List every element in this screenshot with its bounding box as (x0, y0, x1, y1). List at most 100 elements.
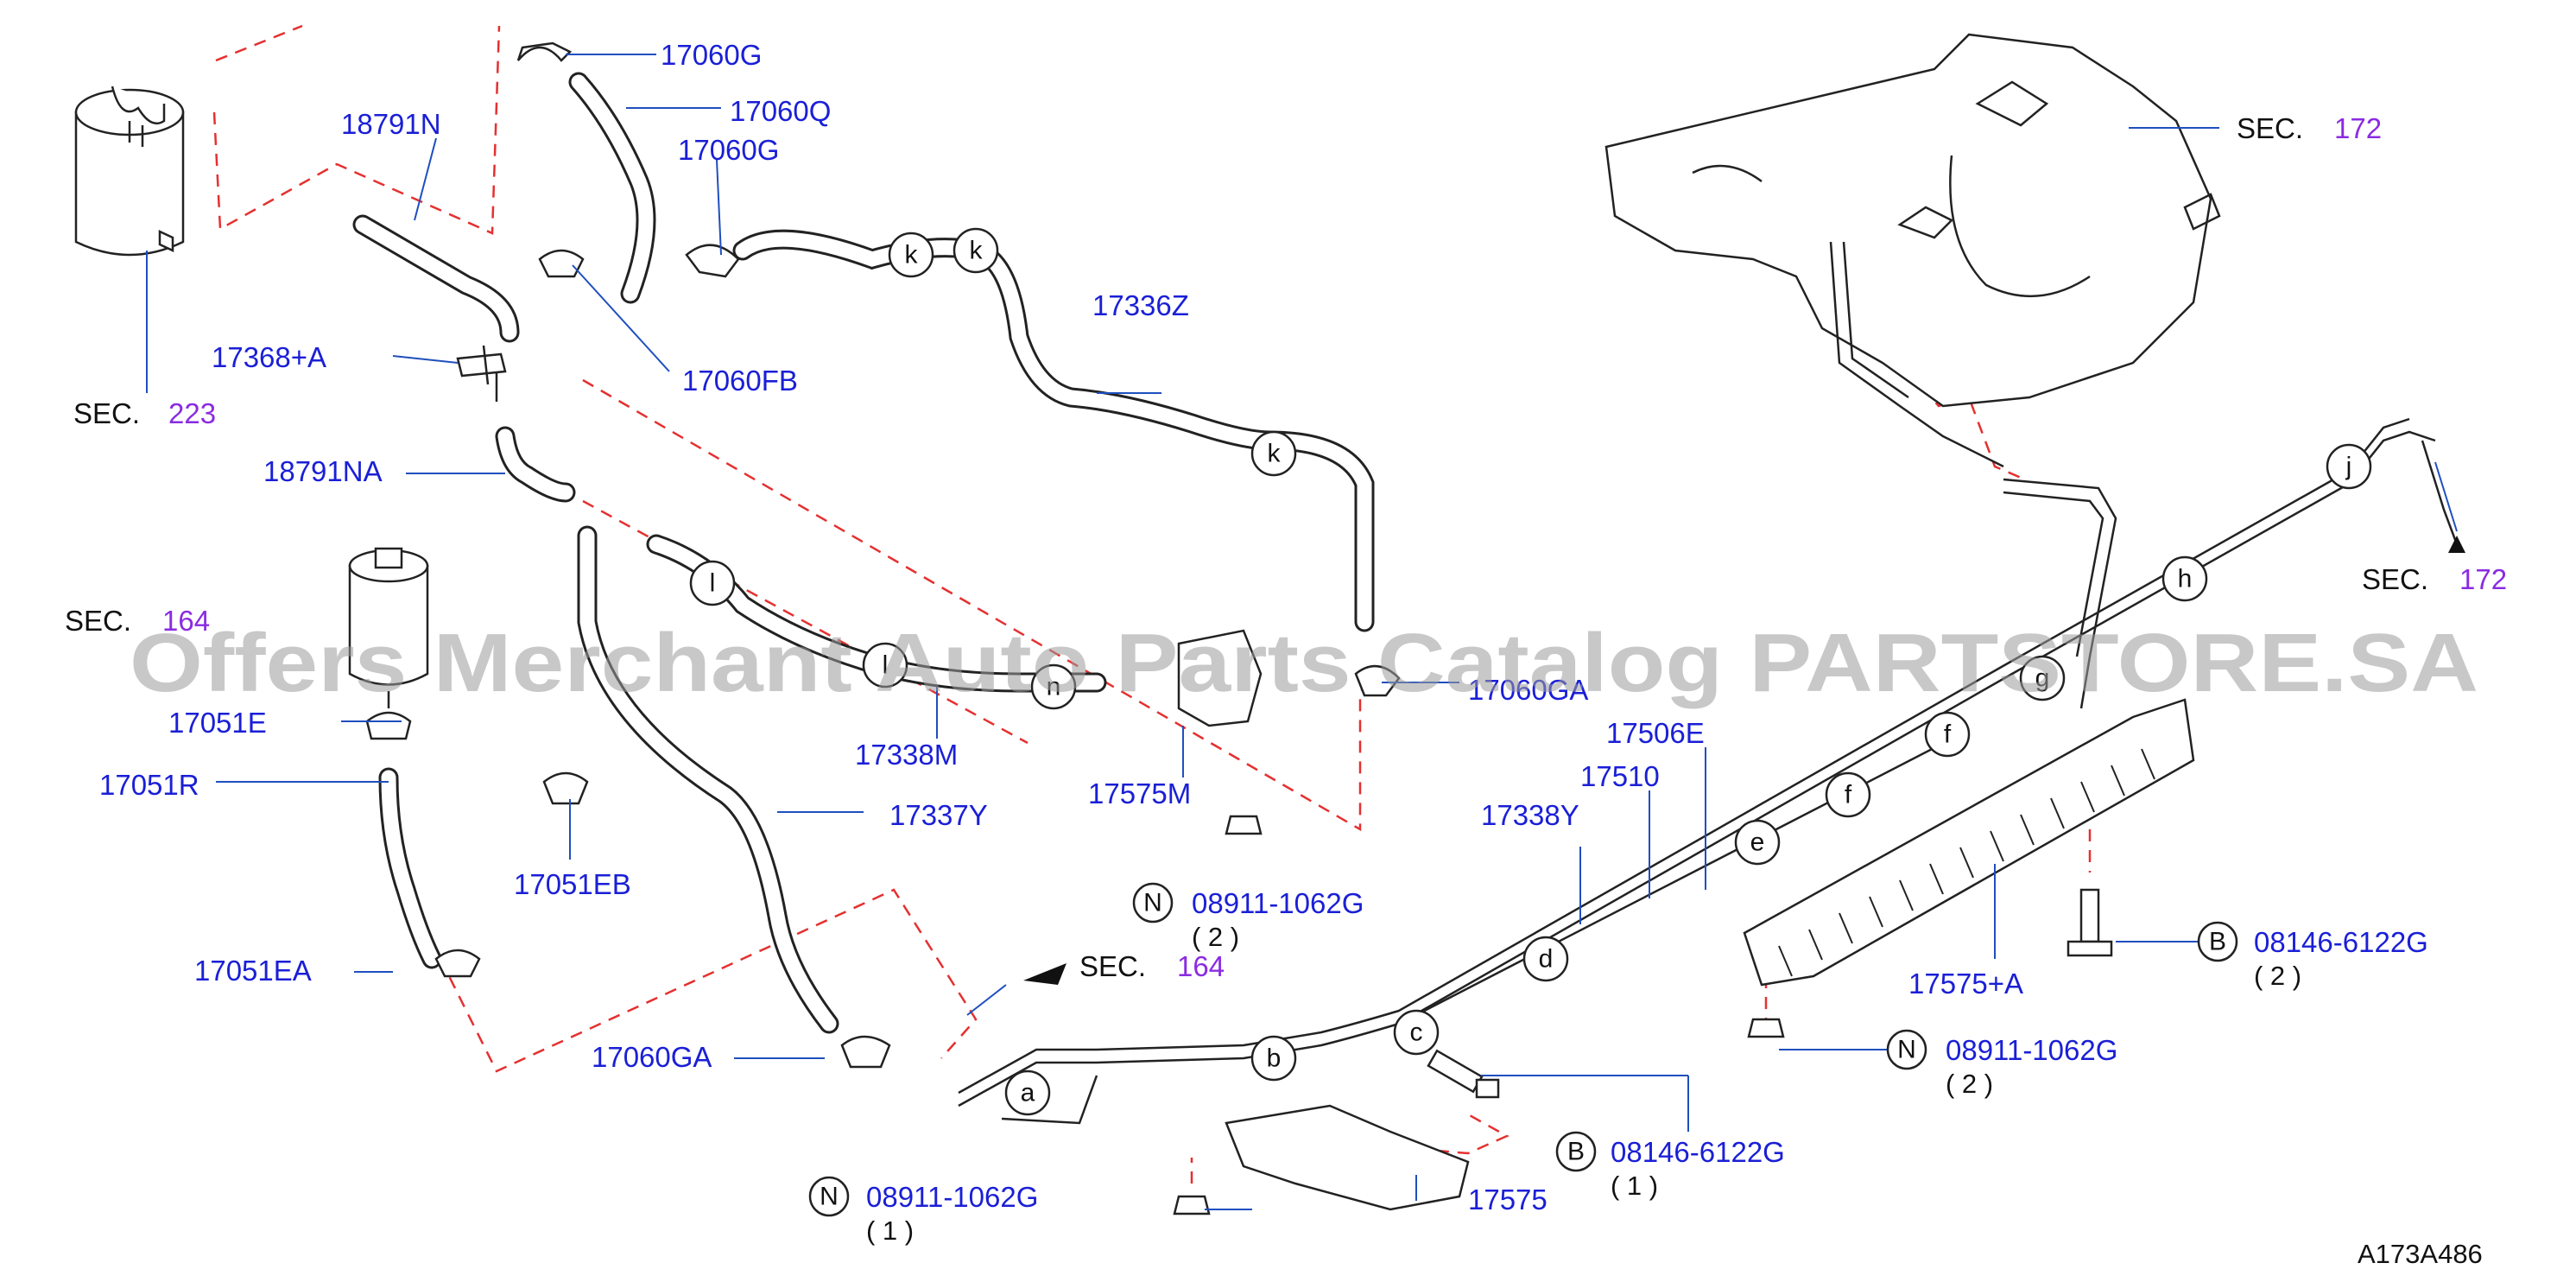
svg-text:k: k (970, 237, 984, 265)
svg-text:( 1 ): ( 1 ) (866, 1215, 914, 1246)
label-17051EA: 17051EA (194, 955, 312, 987)
svg-text:k: k (1268, 440, 1282, 468)
fastener-n-mid: N 08911-1062G ( 2 ) (1132, 882, 1364, 952)
watermark: Offers Merchant Auto Parts Catalog PARTS… (130, 617, 2478, 709)
label-17575: 17575 (1468, 1184, 1547, 1215)
sec-164-mid-number: 164 (1177, 950, 1225, 982)
marker-l1: l (689, 560, 736, 606)
leader-lines (216, 54, 2458, 1210)
label-17060FB: 17060FB (682, 365, 798, 397)
svg-text:a: a (1021, 1079, 1035, 1107)
svg-text:( 2 ): ( 2 ) (2254, 961, 2301, 991)
marker-n: n (1030, 663, 1077, 710)
svg-text:( 1 ): ( 1 ) (1611, 1171, 1658, 1201)
label-17338Y: 17338Y (1481, 799, 1579, 831)
heat-shield-ribs (1778, 748, 2155, 977)
hoses (352, 72, 1375, 1034)
label-17506E: 17506E (1606, 717, 1705, 749)
label-17575M: 17575M (1088, 777, 1191, 809)
marker-e: e (1734, 819, 1781, 866)
sec-172-tank-number: 172 (2334, 112, 2382, 144)
label-17060G-top: 17060G (661, 39, 762, 71)
svg-text:c: c (1410, 1019, 1423, 1047)
fastener-callouts: N 08911-1062G ( 2 ) N 08911-1062G ( 1 ) … (808, 882, 2428, 1246)
svg-text:f: f (1845, 781, 1852, 809)
svg-text:08911-1062G: 08911-1062G (1946, 1034, 2117, 1066)
label-17336Z: 17336Z (1092, 289, 1189, 321)
sec-164-left-prefix: SEC. (65, 605, 131, 637)
label-17060Q: 17060Q (730, 95, 831, 127)
marker-f2: f (1924, 711, 1971, 758)
diagram-reference-code: A173A486 (2358, 1239, 2483, 1269)
fasteners-drawn (1173, 815, 2113, 1215)
evap-canister (74, 86, 185, 393)
svg-text:h: h (2178, 565, 2193, 593)
svg-text:N: N (1897, 1036, 1916, 1064)
sec-172-right-prefix: SEC. (2362, 563, 2428, 595)
label-17051R: 17051R (99, 769, 199, 801)
svg-text:08911-1062G: 08911-1062G (1192, 887, 1364, 919)
fastener-b-bottom: B 08146-6122G ( 1 ) (1555, 1131, 1785, 1201)
svg-text:( 2 ): ( 2 ) (1946, 1069, 1993, 1099)
label-17060G-mid: 17060G (678, 134, 779, 166)
svg-text:l: l (710, 569, 716, 598)
sec-164-left-number: 164 (162, 605, 210, 637)
label-17051EB: 17051EB (514, 868, 631, 900)
svg-text:b: b (1267, 1044, 1282, 1073)
fastener-n-right: N 08911-1062G ( 2 ) (1886, 1029, 2117, 1099)
svg-text:08911-1062G: 08911-1062G (866, 1181, 1038, 1213)
metal-pipes (958, 417, 2465, 1125)
fuel-tank (1604, 33, 2221, 468)
svg-text:( 2 ): ( 2 ) (1192, 922, 1239, 952)
fuel-filter (348, 547, 429, 708)
svg-text:g: g (2035, 664, 2050, 693)
fastener-b-right: B 08146-6122G ( 2 ) (2197, 921, 2428, 991)
sec-172-tank-prefix: SEC. (2237, 112, 2303, 144)
svg-text:B: B (1567, 1138, 1585, 1166)
marker-k3: k (1250, 430, 1297, 477)
svg-text:d: d (1539, 945, 1554, 974)
svg-text:n: n (1047, 673, 1061, 701)
marker-k1: k (888, 232, 934, 278)
marker-b: b (1250, 1035, 1297, 1082)
label-18791N: 18791N (341, 108, 441, 140)
svg-text:N: N (1143, 889, 1162, 917)
label-17510: 17510 (1580, 760, 1660, 792)
label-17337Y: 17337Y (889, 799, 988, 831)
label-17051E: 17051E (168, 707, 267, 739)
brackets (1177, 629, 2195, 1211)
label-17338M: 17338M (855, 739, 958, 771)
marker-a: a (1004, 1069, 1051, 1116)
fastener-n-bottom: N 08911-1062G ( 1 ) (808, 1176, 1038, 1246)
svg-text:j: j (2345, 453, 2352, 481)
sec-172-right-number: 172 (2459, 563, 2507, 595)
marker-d: d (1522, 936, 1569, 982)
svg-text:l: l (883, 651, 889, 680)
section-refs: SEC. 223 SEC. 164 SEC. 164 SEC. 172 SEC.… (65, 112, 2507, 982)
marker-c: c (1393, 1009, 1440, 1056)
sec-223-prefix: SEC. (73, 397, 140, 429)
marker-f: f (1825, 771, 1871, 818)
marker-k2: k (953, 227, 999, 274)
sec-223-number: 223 (168, 397, 216, 429)
connection-markers: a b c d e f f g h j k k k l l n (689, 227, 2372, 1116)
marker-g: g (2019, 655, 2066, 701)
svg-text:08146-6122G: 08146-6122G (1611, 1136, 1785, 1168)
svg-text:k: k (905, 241, 919, 270)
label-17060GA-right: 17060GA (1468, 674, 1588, 706)
sec-164-mid-prefix: SEC. (1079, 950, 1146, 982)
svg-text:08146-6122G: 08146-6122G (2254, 926, 2428, 958)
label-17575A: 17575+A (1908, 968, 2023, 1000)
part-labels: 17060G 17060Q 17060G 18791N 17368+A 1706… (99, 39, 2023, 1215)
label-17060GA-left: 17060GA (592, 1041, 712, 1073)
svg-text:N: N (820, 1183, 839, 1211)
marker-j: j (2326, 443, 2372, 490)
svg-text:f: f (1944, 720, 1952, 749)
label-18791NA: 18791NA (263, 455, 383, 487)
clamps (365, 41, 1401, 1069)
marker-h: h (2161, 555, 2208, 602)
svg-text:B: B (2209, 928, 2226, 956)
svg-text:e: e (1750, 828, 1765, 857)
marker-l2: l (862, 642, 908, 689)
